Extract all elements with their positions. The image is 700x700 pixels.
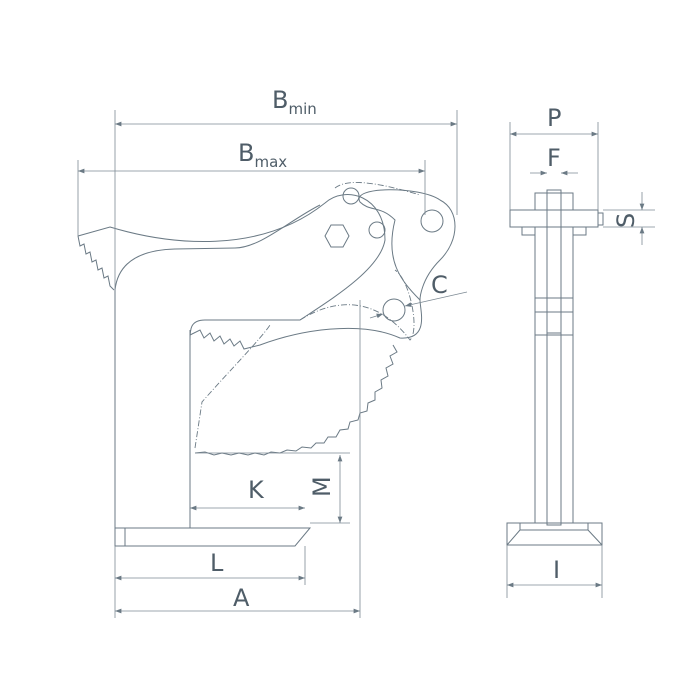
label-s: S — [612, 213, 640, 228]
pin-hole — [342, 187, 360, 205]
label-k: K — [248, 476, 265, 504]
cam-outline-dashed — [194, 182, 421, 449]
base-plate — [114, 527, 312, 547]
side-base — [506, 522, 603, 546]
front-view — [77, 182, 456, 547]
pin-hole — [368, 221, 386, 239]
pin-bar — [509, 209, 599, 228]
label-i: I — [553, 556, 560, 584]
pin-hole-c — [382, 298, 406, 322]
label-c: C — [431, 271, 448, 299]
cam-profile — [189, 189, 456, 350]
label-l: L — [210, 549, 224, 577]
jaw-curve — [114, 204, 321, 291]
upper-jaw-teeth — [77, 235, 115, 291]
lever-arm — [77, 194, 386, 341]
label-a: A — [233, 584, 250, 612]
front-dimensions — [77, 110, 468, 618]
cam-teeth — [194, 344, 398, 456]
label-p: P — [547, 104, 561, 132]
side-dimensions — [506, 122, 655, 598]
center-plate — [546, 189, 562, 526]
hex-bolt-icon — [324, 224, 350, 248]
pin-hole — [420, 209, 444, 233]
label-b-min: Bmin — [272, 86, 317, 118]
dim-line-c — [404, 291, 468, 307]
label-b-max: Bmax — [238, 139, 287, 171]
side-view — [506, 189, 604, 546]
label-m: M — [308, 476, 336, 497]
label-f: F — [547, 144, 561, 172]
